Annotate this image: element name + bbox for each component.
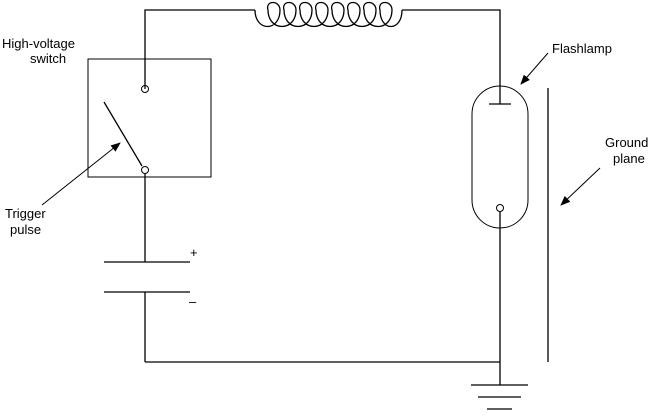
capacitor bbox=[104, 261, 190, 293]
ground-plane-arrow bbox=[560, 167, 601, 206]
ground-label-line2: plane bbox=[613, 151, 645, 166]
capacitor-plus-label: + bbox=[190, 245, 198, 260]
ground-symbol bbox=[471, 384, 528, 410]
trigger-label-line2: pulse bbox=[10, 222, 41, 237]
switch-blade bbox=[103, 101, 143, 167]
flashlamp-arrow bbox=[520, 52, 549, 85]
left-wire bbox=[144, 174, 500, 363]
ground-label-line1: Ground bbox=[605, 135, 648, 150]
flashlamp bbox=[471, 85, 529, 385]
top-wire bbox=[144, 1, 501, 90]
switch-label-line2: switch bbox=[30, 51, 66, 66]
trigger-label-line1: Trigger bbox=[5, 206, 46, 221]
high-voltage-switch bbox=[87, 58, 212, 178]
inductor-coil bbox=[254, 1, 403, 27]
flashlamp-label: Flashlamp bbox=[552, 41, 612, 56]
switch-label-line1: High-voltage bbox=[2, 36, 75, 51]
capacitor-minus-label: – bbox=[189, 294, 197, 309]
trigger-arrow bbox=[41, 142, 121, 206]
